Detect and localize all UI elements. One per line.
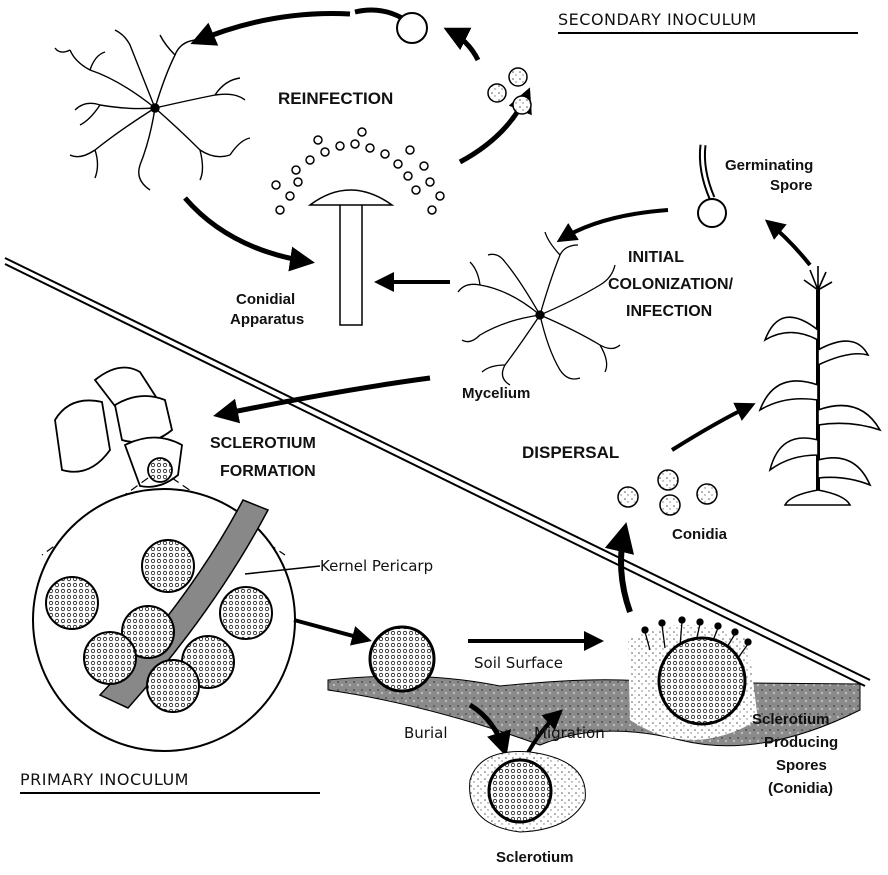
conidia-label: Conidia xyxy=(672,526,728,543)
initial-colonization-label-3: INFECTION xyxy=(626,303,712,320)
arrow-to-spore xyxy=(768,222,810,265)
arrow-to-mycelium xyxy=(560,210,668,240)
conidial-apparatus-label-2: Apparatus xyxy=(230,311,304,328)
kernel-pericarp-label: Kernel Pericarp xyxy=(320,557,433,575)
surface-sclerotium xyxy=(370,627,434,691)
infected-kernels xyxy=(55,368,182,487)
sclerotium-spores-label-2: Producing xyxy=(764,734,838,751)
central-mycelium xyxy=(458,232,620,385)
svg-text:PRIMARY INOCULUM: PRIMARY INOCULUM xyxy=(20,770,189,789)
sclerotium-formation-label-1: SCLEROTIUM xyxy=(210,435,316,452)
germinating-spore-label-1: Germinating xyxy=(725,157,813,174)
buried-sclerotium xyxy=(470,752,586,832)
dispersal-label: DISPERSAL xyxy=(522,443,619,462)
germinating-spore-label-2: Spore xyxy=(770,177,813,194)
mycelium-label: Mycelium xyxy=(462,385,530,402)
germinating-spore-top xyxy=(355,10,427,43)
migration-label: Migration xyxy=(534,724,605,742)
kernel-pericarp-magnified xyxy=(33,489,295,751)
arrow-to-surface-sclerotium xyxy=(294,620,368,640)
reinfection-mycelium xyxy=(55,30,250,190)
reinfection-conidia xyxy=(488,68,531,114)
initial-colonization-label-2: COLONIZATION/ xyxy=(608,276,734,293)
reinfection-label: REINFECTION xyxy=(278,89,393,108)
conidial-apparatus xyxy=(272,128,444,325)
secondary-inoculum-heading: SECONDARY INOCULUM xyxy=(558,10,858,33)
sclerotium-spores-label-1: Sclerotium xyxy=(752,711,830,728)
primary-inoculum-heading: PRIMARY INOCULUM xyxy=(20,770,320,793)
corn-plant xyxy=(760,266,880,505)
burial-label: Burial xyxy=(404,724,448,742)
dispersal-conidia xyxy=(618,470,717,515)
conidial-apparatus-label-1: Conidial xyxy=(236,291,295,308)
sclerotium-formation-label-2: FORMATION xyxy=(220,463,316,480)
germinating-spore-right xyxy=(698,145,726,227)
svg-text:SECONDARY INOCULUM: SECONDARY INOCULUM xyxy=(558,10,757,29)
producing-sclerotium xyxy=(628,617,758,740)
arrow-dispersal xyxy=(672,405,752,450)
sclerotium-label: Sclerotium xyxy=(496,849,574,866)
initial-colonization-label-1: INITIAL xyxy=(628,249,684,266)
soil-surface-label: Soil Surface xyxy=(474,654,563,672)
sclerotium-spores-label-4: (Conidia) xyxy=(768,780,833,797)
sclerotium-spores-label-3: Spores xyxy=(776,757,827,774)
